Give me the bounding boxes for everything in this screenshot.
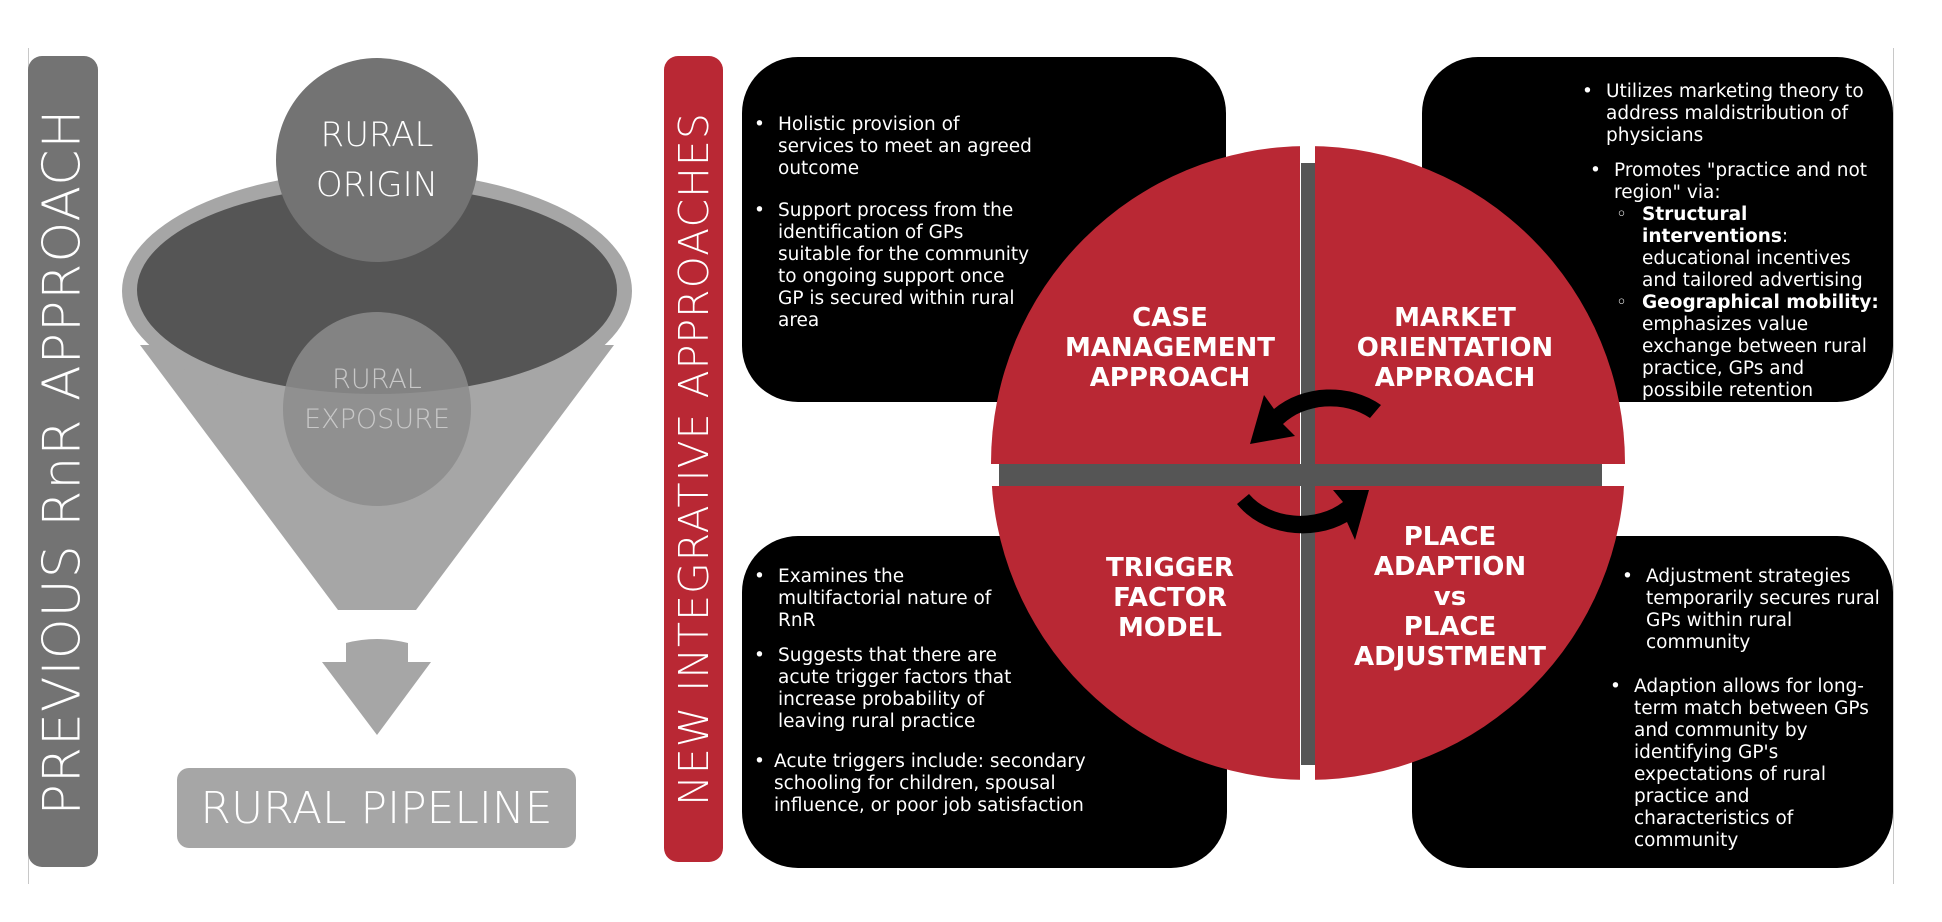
rural-origin-line2: ORIGIN [315, 165, 439, 205]
label-line: APPROACH [1374, 363, 1536, 393]
rural-pipeline-label: RURAL PIPELINE [200, 782, 553, 834]
case-management-list: Holistic provision of services to meet a… [752, 114, 1032, 345]
right-frame-line [1893, 48, 1894, 884]
sub-list-item: Structural interventions: educational in… [1614, 204, 1880, 292]
label-line: MANAGEMENT [1064, 333, 1276, 363]
label-line: ADAPTION [1373, 552, 1527, 582]
label-line: APPROACH [1089, 363, 1251, 393]
list-item: Acute triggers include: secondary school… [752, 751, 1102, 817]
market-orientation-box: Utilizes marketing theory to address mal… [1422, 57, 1893, 402]
rural-exposure-line1: RURAL [332, 364, 422, 395]
list-item: Holistic provision of services to meet a… [752, 114, 1032, 180]
case-management-label: CASE MANAGEMENT APPROACH [1040, 303, 1300, 393]
rural-pipeline-box: RURAL PIPELINE [177, 768, 576, 848]
list-item: Examines the multifactorial nature of Rn… [752, 566, 1008, 632]
list-item: Support process from the identification … [752, 200, 1032, 332]
previous-approach-title-bar: PREVIOUS RnR APPROACH [28, 56, 98, 867]
label-line: ADJUSTMENT [1353, 642, 1547, 672]
sub-item-bold: Structural interventions [1642, 204, 1782, 247]
rural-origin-circle [276, 58, 478, 262]
list-item: Suggests that there are acute trigger fa… [752, 645, 1028, 733]
market-orientation-list: Utilizes marketing theory to address mal… [1580, 81, 1880, 402]
label-line: vs [1433, 582, 1467, 612]
label-line: FACTOR [1113, 583, 1227, 613]
list-item: Adjustment strategies temporarily secure… [1620, 566, 1882, 654]
sub-list-item: Geographical mobility: emphasizes value … [1614, 292, 1880, 402]
label-line: PLACE [1403, 612, 1497, 642]
case-management-box: Holistic provision of services to meet a… [742, 57, 1226, 402]
circular-arrows-icon [1237, 389, 1381, 540]
rural-origin-line1: RURAL [320, 115, 434, 155]
label-line: CASE [1132, 303, 1208, 333]
list-item: Utilizes marketing theory to address mal… [1580, 81, 1880, 147]
down-arrow-icon [322, 639, 431, 735]
label-line: PLACE [1403, 522, 1497, 552]
rural-exposure-line2: EXPOSURE [304, 404, 450, 435]
list-item: Adaption allows for long-term match betw… [1608, 676, 1882, 852]
rural-exposure-label: RURAL EXPOSURE [277, 360, 477, 440]
funnel-opening [137, 186, 617, 394]
sub-item-text: emphasizes value exchange between rural … [1642, 314, 1867, 401]
sub-item-text: : educational incentives and tailored ad… [1642, 226, 1863, 291]
market-orientation-sublist: Structural interventions: educational in… [1614, 204, 1880, 402]
label-line: MARKET [1394, 303, 1516, 333]
label-line: ORIENTATION [1356, 333, 1554, 363]
rural-origin-label: RURAL ORIGIN [277, 110, 477, 210]
trigger-factor-label: TRIGGER FACTOR MODEL [1040, 553, 1300, 643]
horizontal-divider [999, 464, 1602, 486]
list-item-text: Promotes "practice and not region" via: [1614, 160, 1868, 203]
trigger-factor-list: Examines the multifactorial nature of Rn… [752, 566, 1102, 830]
sub-item-bold: Geographical mobility: [1642, 292, 1879, 313]
quadrant-case-management [991, 146, 1300, 464]
quadrant-market-orientation [1315, 146, 1625, 464]
list-item: Promotes "practice and not region" via: … [1588, 160, 1880, 402]
label-line: MODEL [1118, 613, 1222, 643]
place-adaption-label: PLACE ADAPTION vs PLACE ADJUSTMENT [1320, 522, 1580, 672]
market-orientation-label: MARKET ORIENTATION APPROACH [1325, 303, 1585, 393]
new-approaches-title-bar: NEW INTEGRATIVE APPROACHES [664, 56, 723, 862]
place-adaption-list: Adjustment strategies temporarily secure… [1610, 566, 1882, 865]
rural-exposure-circle [283, 312, 471, 506]
funnel-diagram [122, 58, 632, 735]
label-line: TRIGGER [1106, 553, 1234, 583]
